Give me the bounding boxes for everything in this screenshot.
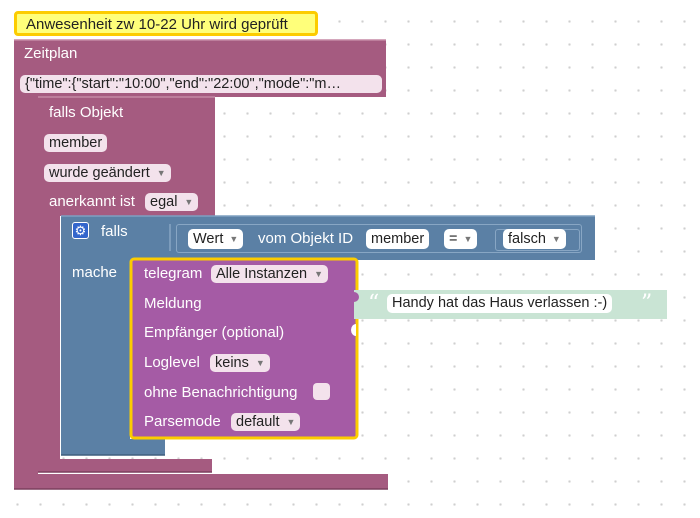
message-label: Meldung (144, 295, 202, 312)
comment-bubble[interactable]: Anwesenheit zw 10-22 Uhr wird geprüft (14, 11, 318, 36)
trigger-ack-value: egal (150, 194, 178, 210)
telegram-instance-dropdown[interactable]: Alle Instanzen ▼ (211, 265, 329, 283)
operator-value: = (449, 231, 458, 247)
loglevel-label: Loglevel (144, 354, 200, 371)
dropdown-arrow-icon: ▼ (229, 234, 239, 244)
trigger-object-field[interactable]: member (44, 134, 108, 152)
loglevel-value: keins (215, 355, 249, 371)
telegram-label: telegram (144, 265, 203, 282)
schedule-label: Zeitplan (24, 45, 78, 62)
operator-dropdown[interactable]: =▼ (444, 229, 478, 249)
trigger-change-dropdown[interactable]: wurde geändert ▼ (44, 164, 171, 182)
gear-icon[interactable]: ⚙ (72, 222, 89, 239)
parsemode-label: Parsemode (144, 413, 221, 430)
schedule-value-field[interactable]: {"time":{"start":"10:00","end":"22:00","… (20, 75, 382, 93)
compare-value: falsch (508, 231, 546, 247)
message-text-field[interactable]: Handy hat das Haus verlassen :-) (387, 294, 613, 313)
dropdown-arrow-icon: ▼ (286, 417, 296, 427)
dropdown-arrow-icon: ▼ (255, 358, 265, 368)
value-type-value: Wert (193, 231, 224, 247)
trigger-if-object-label: falls Objekt (49, 104, 124, 121)
silent-checkbox[interactable] (313, 383, 330, 400)
parsemode-value: default (236, 414, 280, 430)
loglevel-dropdown[interactable]: keins ▼ (210, 354, 270, 372)
condition-do-label: mache (72, 264, 118, 281)
dropdown-arrow-icon: ▼ (551, 234, 561, 244)
condition-if-label: falls (101, 223, 128, 240)
parsemode-dropdown[interactable]: default ▼ (231, 413, 301, 431)
condition-object-field[interactable]: member (366, 229, 430, 249)
compare-value-dropdown[interactable]: falsch ▼ (503, 229, 566, 249)
trigger-ack-label: anerkannt ist (49, 193, 135, 210)
quote-open-icon: “ (368, 291, 380, 316)
dropdown-arrow-icon: ▼ (156, 168, 166, 178)
quote-close-icon: ” (641, 291, 653, 316)
trigger-block-shape (38, 97, 215, 472)
recipient-label: Empfänger (optional) (144, 324, 285, 341)
telegram-instance-value: Alle Instanzen (216, 266, 308, 282)
value-type-dropdown[interactable]: Wert ▼ (188, 229, 244, 249)
dropdown-arrow-icon: ▼ (184, 197, 194, 207)
comment-text: Anwesenheit zw 10-22 Uhr wird geprüft (26, 16, 288, 33)
dropdown-arrow-icon: ▼ (314, 269, 324, 279)
of-object-label: vom Objekt ID (258, 230, 354, 247)
trigger-change-value: wurde geändert (49, 165, 150, 181)
telegram-block-shape (132, 260, 356, 437)
silent-label: ohne Benachrichtigung (144, 384, 298, 401)
trigger-ack-dropdown[interactable]: egal ▼ (145, 193, 199, 211)
dropdown-arrow-icon: ▼ (463, 234, 473, 244)
